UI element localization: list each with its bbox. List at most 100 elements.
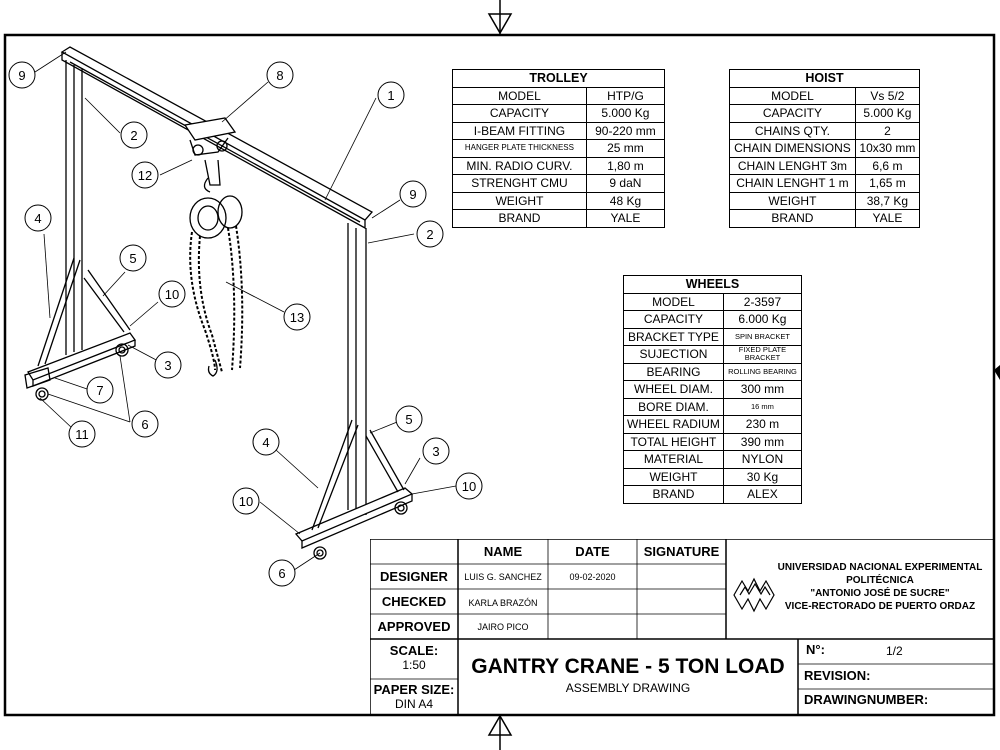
trolley-value: 25 mm xyxy=(585,139,666,158)
university-line-3: "ANTONIO JOSÉ DE SUCRE" xyxy=(810,588,950,599)
balloon-circle xyxy=(252,428,280,456)
balloon-circle xyxy=(399,180,427,208)
wheels-value: FIXED PLATE BRACKET xyxy=(722,345,803,364)
trolley-row: MIN. RADIO CURV.1,80 m xyxy=(452,156,666,175)
balloon-circle xyxy=(422,437,450,465)
wheels-label: BORE DIAM. xyxy=(623,397,724,416)
gantry-crane-drawing xyxy=(24,46,457,571)
col-name-header: NAME xyxy=(483,544,523,559)
hoist-value: 10x30 mm xyxy=(854,139,921,158)
trolley-value: HTP/G xyxy=(585,86,666,105)
wheels-value: 300 mm xyxy=(722,380,803,399)
hoist-label: CHAIN DIMENSIONS xyxy=(729,139,856,158)
trolley-value: 5.000 Kg xyxy=(585,104,666,123)
trolley-value: 9 daN xyxy=(585,174,666,193)
wheels-label: BRACKET TYPE xyxy=(623,327,724,346)
university-line-4: VICE-RECTORADO DE PUERTO ORDAZ xyxy=(784,601,976,612)
wheels-table-title: WHEELS xyxy=(623,275,802,294)
wheels-value: 30 Kg xyxy=(722,467,803,486)
hoist-value: YALE xyxy=(854,209,921,228)
balloon-number: 4 xyxy=(262,435,269,450)
wheels-label: WHEEL DIAM. xyxy=(623,380,724,399)
hoist-table-title: HOIST xyxy=(729,69,920,88)
trolley-value: YALE xyxy=(585,209,666,228)
checked-label: CHECKED xyxy=(381,594,447,609)
trolley-value: 90-220 mm xyxy=(585,121,666,140)
hoist-label: WEIGHT xyxy=(729,191,856,210)
balloon-circle xyxy=(86,376,114,404)
trolley-label: STRENGHT CMU xyxy=(452,174,587,193)
wheels-label: TOTAL HEIGHT xyxy=(623,432,724,451)
wheels-label: CAPACITY xyxy=(623,310,724,329)
centering-mark-top xyxy=(487,0,513,35)
wheels-row: BORE DIAM.16 mm xyxy=(623,397,803,416)
designer-label: DESIGNER xyxy=(380,569,448,584)
wheels-value: 390 mm xyxy=(722,432,803,451)
wheels-value: SPIN BRACKET xyxy=(722,327,803,346)
hoist-value: 2 xyxy=(854,121,921,140)
wheels-label: BRAND xyxy=(623,485,724,504)
wheels-label: MATERIAL xyxy=(623,450,724,469)
balloon-number: 2 xyxy=(130,128,137,143)
balloon-number: 3 xyxy=(432,444,439,459)
wheels-label: WHEEL RADIUM xyxy=(623,415,724,434)
balloon-number: 9 xyxy=(18,68,25,83)
sheet-number-label: N°: xyxy=(806,642,825,657)
balloon-number: 10 xyxy=(462,479,476,494)
hoist-row: CHAINS QTY.2 xyxy=(729,121,921,140)
wheels-value: 2-3597 xyxy=(722,292,803,311)
balloon-number: 9 xyxy=(409,187,416,202)
col-signature-header: SIGNATURE xyxy=(643,544,720,559)
balloon-circle xyxy=(283,303,311,331)
checked-name: KARLA BRAZÓN xyxy=(468,598,538,608)
balloon-circle xyxy=(266,61,294,89)
hoist-value: 1,65 m xyxy=(854,174,921,193)
wheels-value: 230 m xyxy=(722,415,803,434)
trolley-table-title: TROLLEY xyxy=(452,69,665,88)
wheels-value: ALEX xyxy=(722,485,803,504)
university-name: UNIVERSIDAD NACIONAL EXPERIMENTAL POLITÉ… xyxy=(766,561,994,613)
balloon-number: 3 xyxy=(164,358,171,373)
approved-name: JAIRO PICO xyxy=(477,622,529,632)
title-block-grid xyxy=(370,539,994,715)
wheels-label: SUJECTION xyxy=(623,345,724,364)
trolley-label: BRAND xyxy=(452,209,587,228)
revision-label: REVISION: xyxy=(804,668,871,683)
hoist-value: 5.000 Kg xyxy=(854,104,921,123)
drawing-number-label: DRAWINGNUMBER: xyxy=(804,692,929,707)
balloon-circle xyxy=(416,220,444,248)
balloon-number: 7 xyxy=(96,383,103,398)
balloon-circle xyxy=(154,351,182,379)
hoist-label: BRAND xyxy=(729,209,856,228)
title-block: NAME DATE SIGNATURE DESIGNER LUIS G. SAN… xyxy=(370,539,994,715)
balloon-number: 4 xyxy=(34,211,41,226)
balloon-circle xyxy=(232,487,260,515)
trolley-label: MODEL xyxy=(452,86,587,105)
balloon-circle xyxy=(8,61,36,89)
scale-label: SCALE: xyxy=(389,643,439,658)
hoist-label: CHAIN LENGHT 3m xyxy=(729,156,856,175)
balloon-circle xyxy=(68,420,96,448)
balloon-number: 5 xyxy=(405,412,412,427)
balloon-number: 6 xyxy=(141,417,148,432)
university-line-2: POLITÉCNICA xyxy=(846,575,914,586)
hoist-value: 38,7 Kg xyxy=(854,191,921,210)
